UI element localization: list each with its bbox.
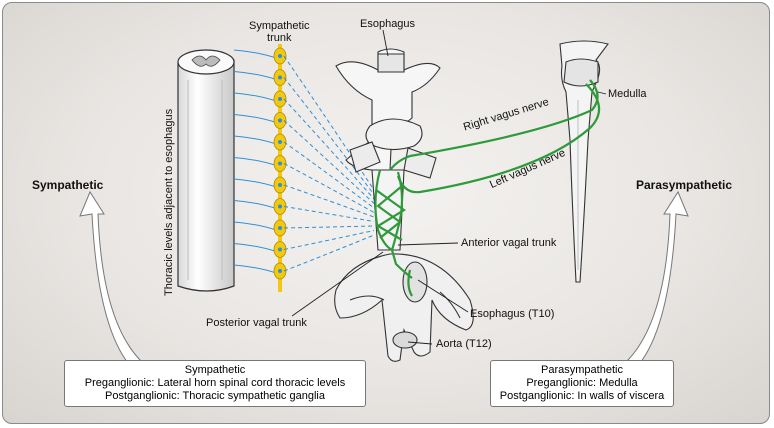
ganglion-synapse-dot [278, 75, 282, 80]
spinal-nerve-fiber [233, 157, 277, 166]
spinal-nerve-fiber [233, 264, 277, 274]
aorta-t12-label: Aorta (T12) [436, 338, 492, 350]
sympathetic-fiber-dashed [283, 225, 375, 229]
ganglion-synapse-dot [278, 269, 282, 273]
sympathetic-trunk-chain [273, 44, 287, 292]
spinal-nerve-fiber [233, 221, 277, 231]
ganglion-synapse-dot [278, 97, 282, 101]
ganglion-synapse-dot [278, 118, 282, 123]
sympathetic-side-label: Sympathetic [32, 178, 104, 192]
ganglion-synapse-dot [278, 247, 282, 252]
leader-lines [291, 29, 607, 345]
parasympathetic-box-preganglionic: Preganglionic: Medulla [526, 377, 638, 389]
ganglion-synapse-dot [278, 54, 282, 58]
spinal-nerve-fiber [233, 114, 277, 123]
spinal-nerve-fibers [233, 49, 277, 274]
posterior-vagal-trunk-label: Posterior vagal trunk [206, 317, 307, 329]
sympathetic-fiber-dashed [283, 184, 375, 218]
sympathetic-box-preganglionic: Preganglionic: Lateral horn spinal cord … [84, 377, 346, 389]
sympathetic-fiber-dashed [283, 55, 375, 191]
spinal-nerve-fiber [233, 178, 277, 188]
esophagus-label: Esophagus [360, 18, 416, 30]
sympathetic-box-title: Sympathetic [184, 364, 246, 376]
sympathetic-fiber-dashed [283, 141, 375, 209]
spinal-nerve-fiber [233, 200, 277, 209]
parasympathetic-info-box: Parasympathetic Preganglionic: Medulla P… [490, 360, 674, 407]
sympathetic-trunk-label: Sympathetic trunk [249, 20, 310, 44]
sympathetic-fiber-dashed [283, 77, 375, 195]
spinal-nerve-fiber [233, 135, 277, 145]
ganglion-synapse-dot [278, 161, 282, 166]
sympathetic-fiber-dashed [283, 230, 375, 250]
esophagus-illustration [334, 48, 474, 362]
sympathetic-fiber-dashed [283, 234, 375, 272]
sympathetic-fibers-to-esophagus [283, 55, 375, 272]
sympathetic-fiber-dashed [283, 206, 375, 222]
arrows [79, 190, 689, 369]
spinal-nerve-fiber [233, 92, 277, 102]
sympathetic-fiber-dashed [283, 163, 375, 213]
anterior-vagal-trunk-label: Anterior vagal trunk [461, 237, 557, 249]
esophagus-t10-label: Esophagus (T10) [470, 308, 555, 320]
parasympathetic-arrow [627, 190, 689, 369]
parasympathetic-side-label: Parasympathetic [636, 178, 733, 192]
spinal-nerve-fiber [233, 49, 277, 59]
thoracic-levels-label: Thoracic levels adjacent to esophagus [163, 108, 175, 296]
medulla-illustration [559, 40, 609, 283]
sympathetic-info-box: Sympathetic Preganglionic: Lateral horn … [64, 360, 366, 407]
sympathetic-fiber-dashed [283, 120, 375, 204]
spinal-nerve-fiber [233, 243, 277, 252]
medulla-label: Medulla [608, 88, 647, 100]
parasympathetic-box-postganglionic: Postganglionic: In walls of viscera [499, 390, 665, 402]
ganglion-synapse-dot [278, 226, 282, 230]
ganglion-synapse-dot [278, 183, 282, 187]
ganglion-synapse-dot [278, 140, 282, 144]
spinal-nerve-fiber [233, 71, 277, 80]
spinal-cord [177, 49, 235, 292]
parasympathetic-box-title: Parasympathetic [541, 364, 623, 376]
sympathetic-fiber-dashed [283, 98, 375, 200]
vagus-nerves [374, 79, 601, 297]
ganglion-synapse-dot [278, 204, 282, 209]
sympathetic-box-postganglionic: Postganglionic: Thoracic sympathetic gan… [105, 390, 325, 402]
sympathetic-arrow [79, 190, 141, 369]
